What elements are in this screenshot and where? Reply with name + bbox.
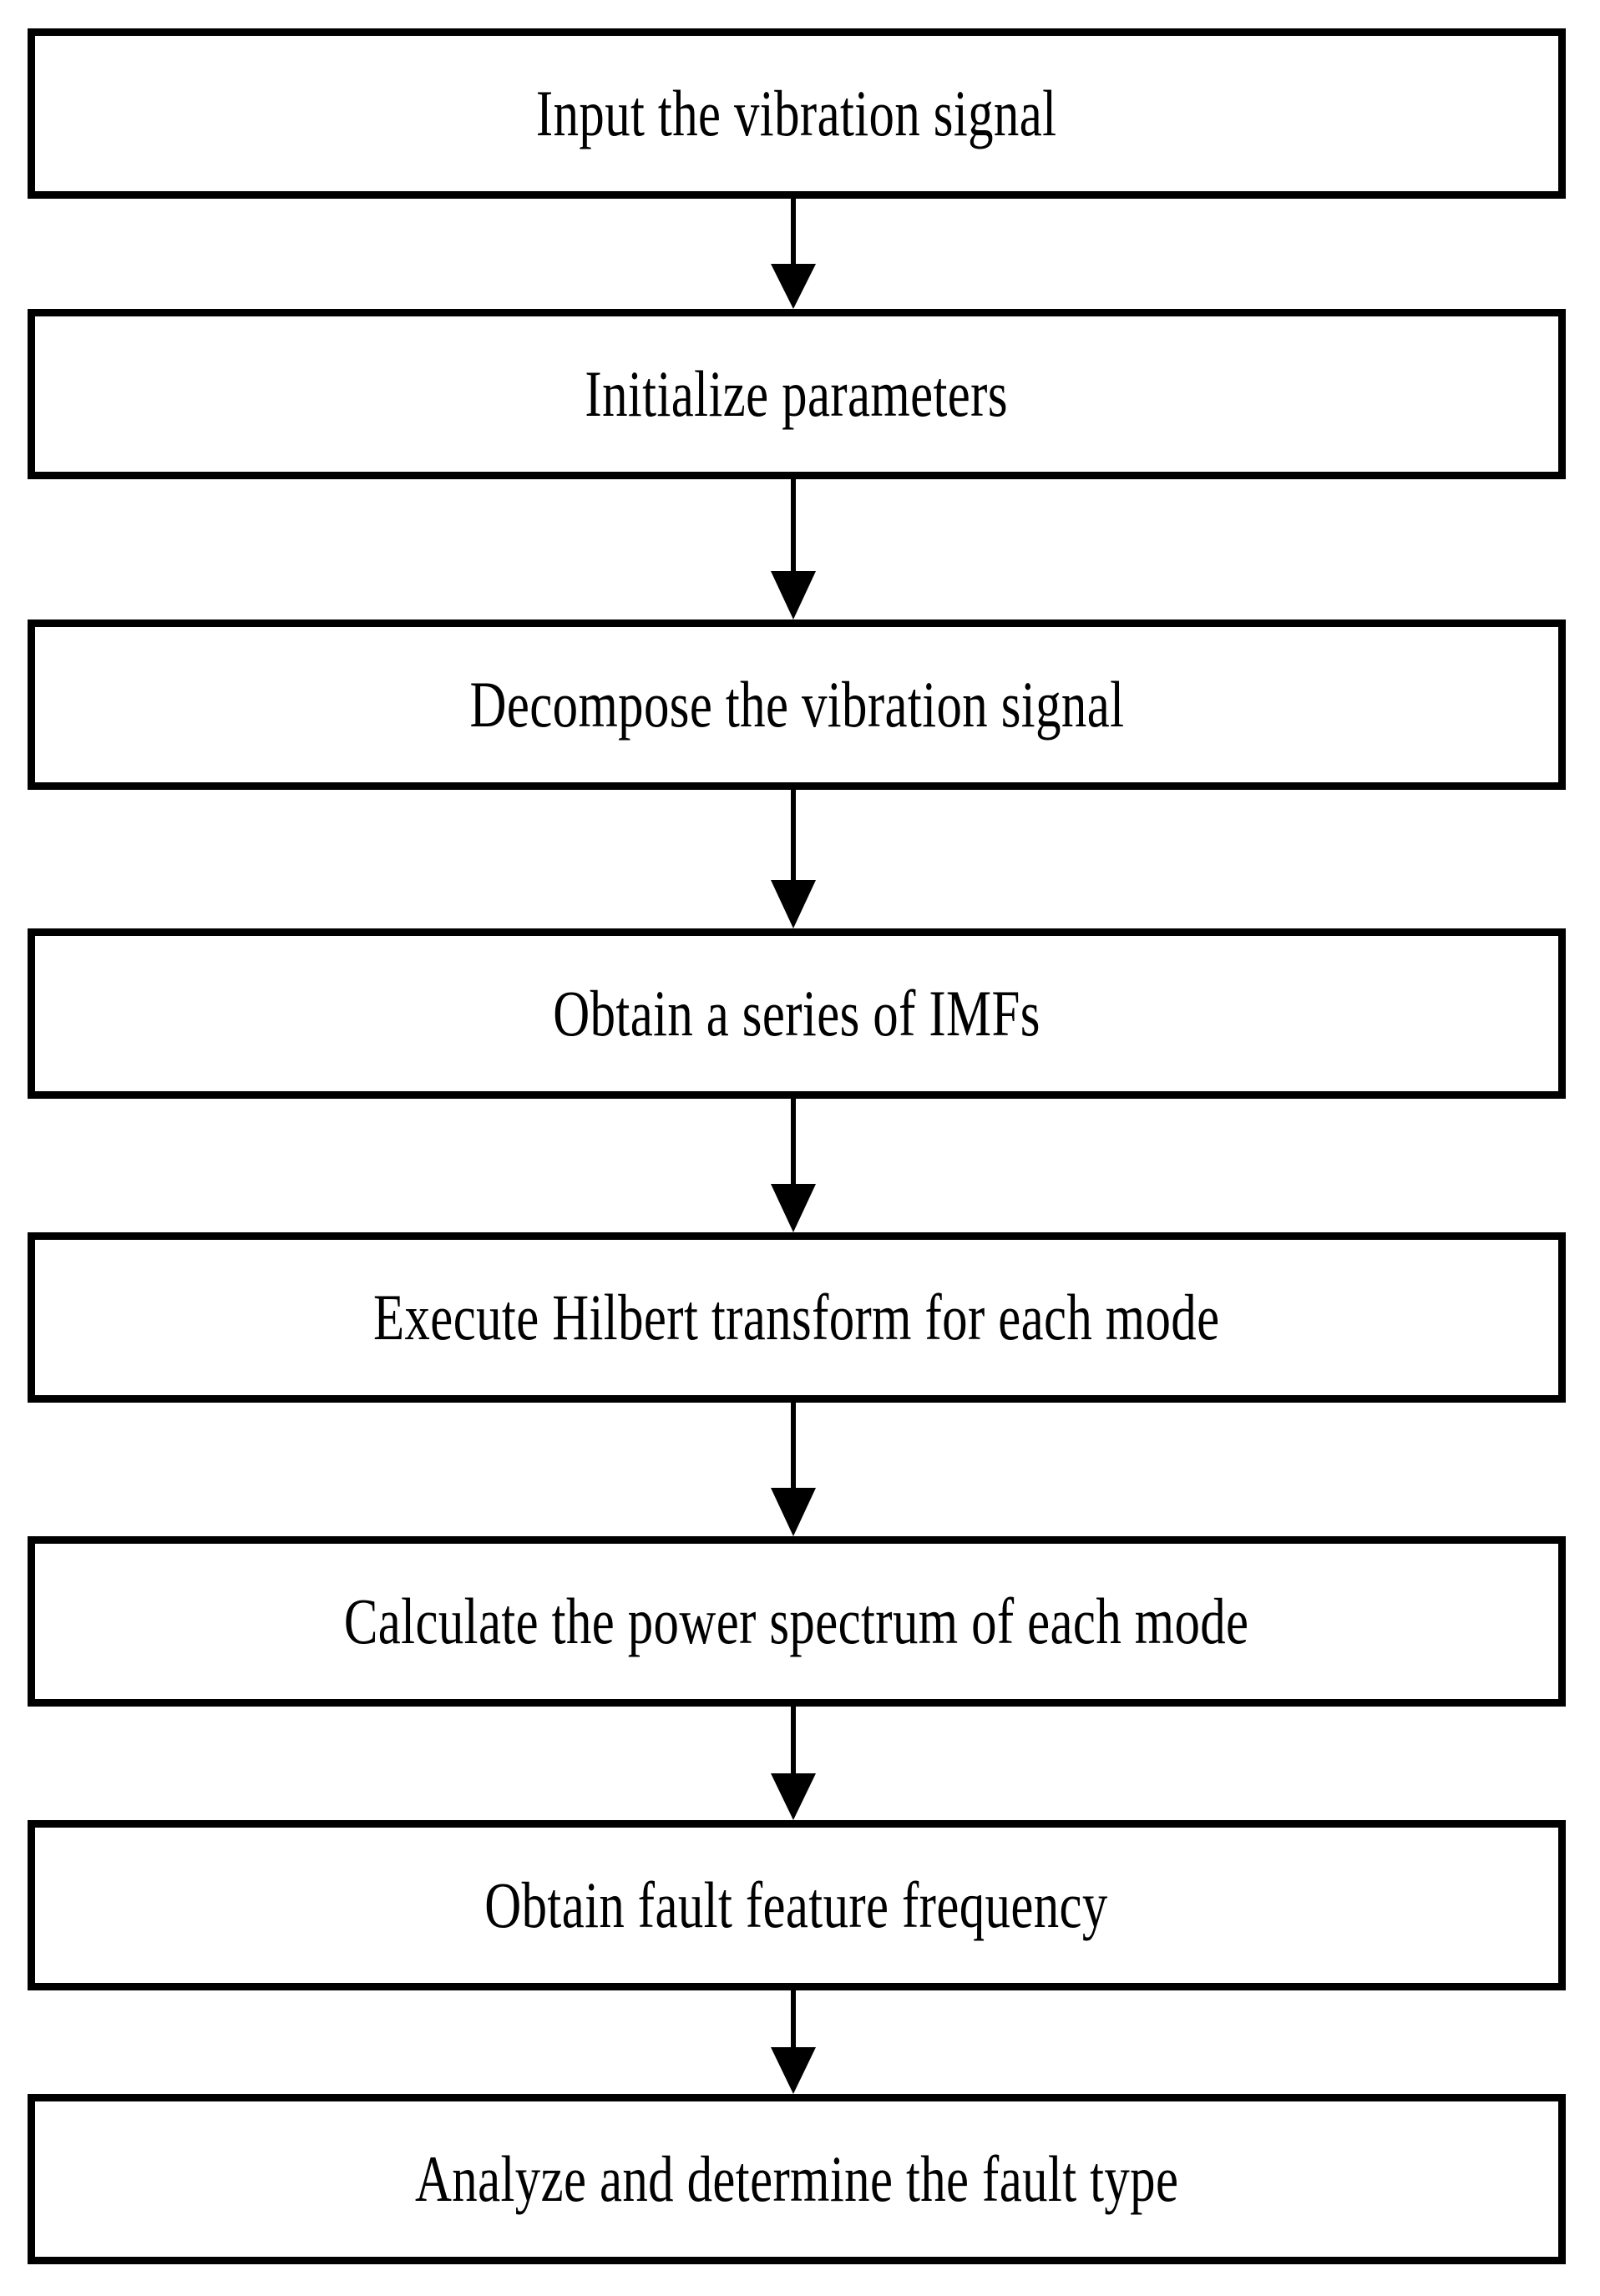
flow-node-initialize-parameters[interactable]: Initialize parameters: [28, 309, 1566, 479]
flow-node-analyze-determine-fault-type[interactable]: Analyze and determine the fault type: [28, 2094, 1566, 2264]
flow-node-calculate-power-spectrum[interactable]: Calculate the power spectrum of each mod…: [28, 1536, 1566, 1707]
flow-arrow-6: [0, 1707, 1600, 1820]
flow-arrow-2: [0, 479, 1600, 620]
flow-node-label: Calculate the power spectrum of each mod…: [344, 1585, 1249, 1657]
flow-node-label: Execute Hilbert transform for each mode: [373, 1281, 1220, 1353]
flow-node-obtain-fault-feature-frequency[interactable]: Obtain fault feature frequency: [28, 1820, 1566, 1990]
flow-node-label: Analyze and determine the fault type: [414, 2142, 1179, 2215]
flow-arrow-3: [0, 790, 1600, 928]
flow-node-label: Input the vibration signal: [536, 77, 1057, 149]
flow-node-label: Obtain a series of IMFs: [553, 977, 1041, 1049]
flow-node-label: Decompose the vibration signal: [469, 668, 1124, 741]
flow-node-label: Obtain fault feature frequency: [484, 1869, 1109, 1941]
flow-node-obtain-series-of-imfs[interactable]: Obtain a series of IMFs: [28, 928, 1566, 1099]
flow-arrow-1: [0, 199, 1600, 309]
flow-node-decompose-vibration-signal[interactable]: Decompose the vibration signal: [28, 620, 1566, 790]
flow-node-label: Initialize parameters: [585, 357, 1009, 430]
flow-arrow-5: [0, 1403, 1600, 1536]
flow-node-input-vibration-signal[interactable]: Input the vibration signal: [28, 28, 1566, 199]
flow-node-execute-hilbert-transform[interactable]: Execute Hilbert transform for each mode: [28, 1232, 1566, 1403]
flow-arrow-7: [0, 1990, 1600, 2094]
flow-arrow-4: [0, 1099, 1600, 1232]
